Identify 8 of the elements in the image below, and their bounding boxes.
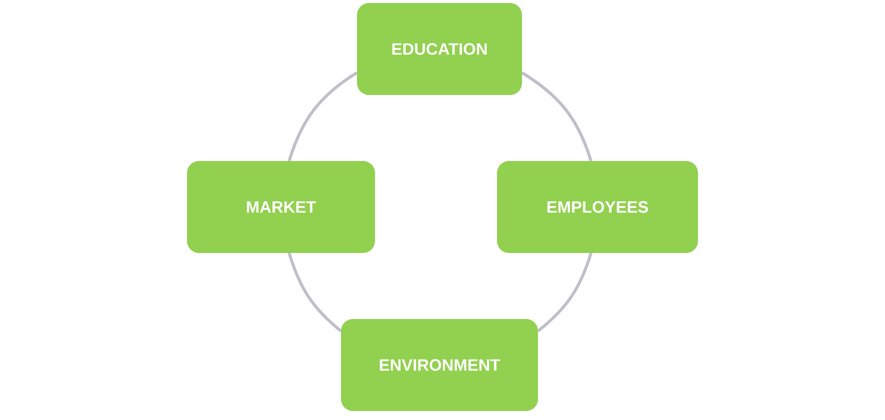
rounded-box: EMPLOYEES: [497, 161, 698, 253]
rounded-box: MARKET: [187, 161, 375, 253]
connector-arc: [521, 71, 592, 162]
connector-arc: [537, 252, 592, 332]
rounded-box: ENVIRONMENT: [341, 319, 538, 411]
rounded-box: EDUCATION: [357, 3, 522, 95]
connector-arc: [288, 71, 358, 162]
connector-arc: [288, 252, 342, 332]
